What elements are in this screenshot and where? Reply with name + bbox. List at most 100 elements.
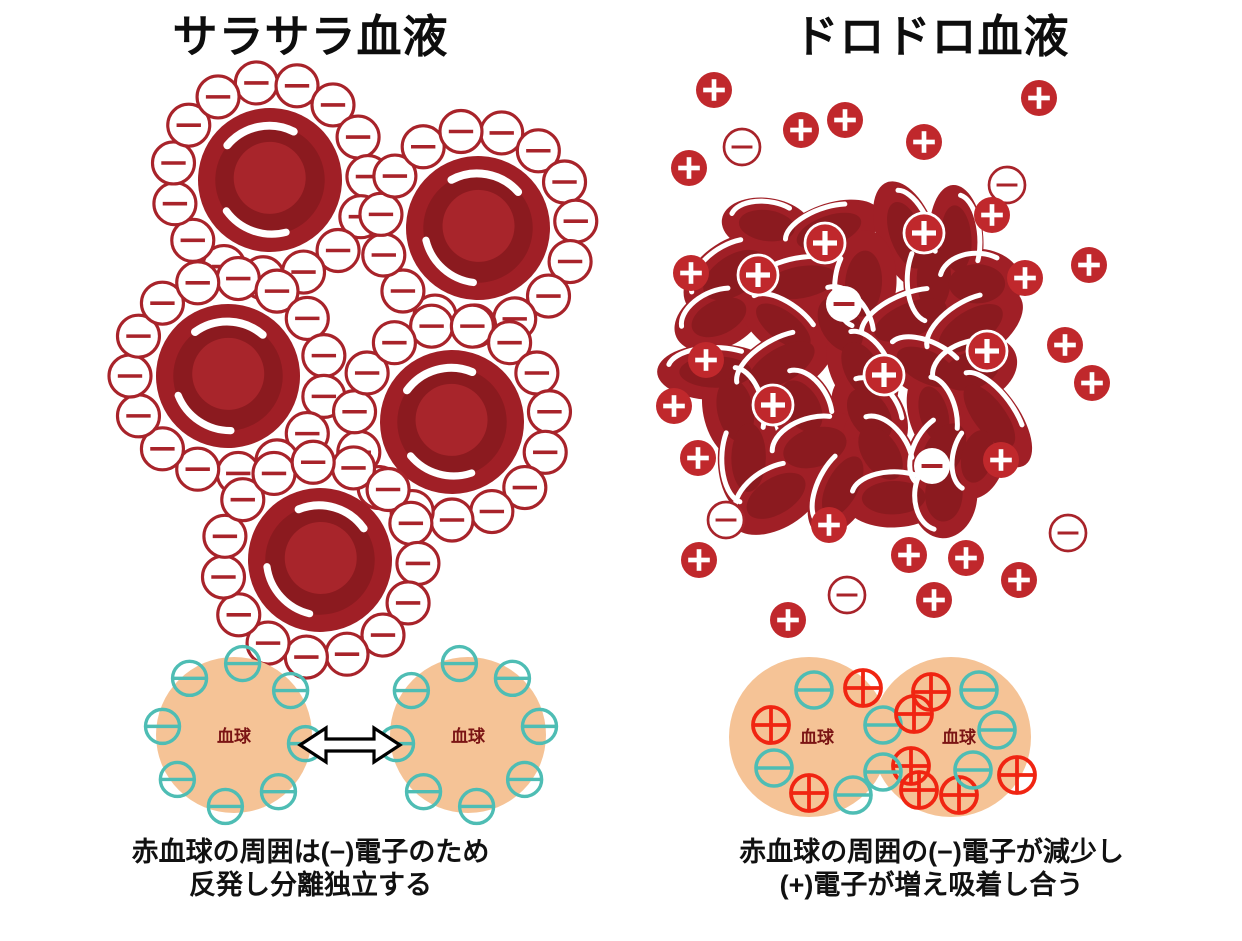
clump-cell-highlight	[858, 286, 930, 335]
minus-charge-icon	[195, 74, 241, 120]
minus-circle	[493, 659, 532, 698]
plus-bar-v	[798, 119, 804, 141]
clump-cell-highlight	[678, 285, 731, 329]
plus-bar-v	[963, 547, 969, 569]
minus-charge-icon	[216, 592, 262, 638]
minus-circle	[520, 707, 559, 746]
minus-circle	[863, 752, 903, 792]
plus-bar-v	[711, 79, 717, 101]
clump-cell-dimple	[916, 244, 952, 312]
bubble-minus-ring	[143, 644, 325, 826]
minus-charge-icon	[541, 159, 588, 205]
clump-cell-highlight	[928, 374, 960, 431]
plus-charge-icon	[811, 507, 847, 543]
red-blood-cell	[156, 304, 300, 448]
minus-charge-icon	[914, 448, 950, 484]
plus-ring	[965, 329, 1009, 373]
plus-charge-icon	[1021, 80, 1057, 116]
plus-bar-v	[998, 449, 1004, 471]
minus-circle	[404, 772, 443, 811]
rbc-highlight-bottom	[422, 236, 477, 287]
minus-charge-icon	[115, 313, 162, 359]
minus-charge-icon	[706, 500, 746, 540]
minus-circle	[457, 787, 496, 826]
minus-charge-icon	[254, 268, 300, 314]
plus-charge-icon	[673, 255, 709, 291]
plus-circle	[939, 775, 979, 815]
plus-charge-icon	[1074, 365, 1110, 401]
minus-charge-icon	[547, 238, 593, 285]
clump-cell-dimple	[746, 472, 806, 519]
minus-charge-icon	[200, 554, 247, 600]
minus-charge-icon	[1048, 513, 1088, 553]
clump-cell-highlight	[863, 413, 915, 460]
red-blood-cell	[248, 488, 392, 632]
smooth-blood-graphic: 血球血球	[107, 60, 599, 826]
minus-circle	[158, 760, 197, 799]
minus-charge-icon	[380, 268, 426, 314]
rbc-highlight-top	[223, 121, 298, 150]
minus-charge-icon	[361, 232, 407, 278]
minus-charge-icon	[395, 540, 441, 586]
rbc-highlight-bottom	[222, 207, 290, 238]
minus-charge-icon	[438, 108, 484, 155]
plus-ring	[902, 211, 946, 255]
plus-charge-icon	[751, 383, 795, 427]
clump-cell-highlight	[938, 250, 1000, 278]
minus-charge-icon	[522, 429, 568, 475]
plus-bar-v	[842, 109, 848, 131]
clump-cell-dimple	[756, 303, 811, 350]
minus-charge-ring	[107, 255, 347, 497]
minus-charge-icon	[514, 350, 560, 396]
minus-charge-icon	[331, 389, 378, 435]
minus-charge-icon	[372, 153, 418, 199]
rbc-highlight-bottom	[407, 452, 476, 480]
minus-charge-icon	[175, 260, 221, 306]
bubble-label: 血球	[942, 727, 977, 747]
rbc-center	[233, 141, 306, 214]
minus-charge-icon	[315, 227, 361, 274]
plus-bar-v	[755, 263, 761, 287]
clump-cell-highlight	[949, 430, 965, 491]
minus-charge-icon	[202, 513, 248, 559]
plus-circle	[751, 705, 791, 745]
minus-charge-icon	[251, 450, 297, 497]
plus-charge-icon	[696, 72, 732, 108]
clump-cell-dimple	[821, 456, 864, 517]
rbc-center	[415, 383, 488, 456]
plus-bar-v	[906, 544, 912, 566]
plus-bar-v	[921, 221, 927, 245]
plus-charge-icon	[770, 602, 806, 638]
clump-cell-highlight	[963, 369, 1025, 428]
minus-charge-icon	[284, 295, 330, 341]
minus-charge-icon	[526, 389, 573, 435]
minus-charge-icon	[409, 303, 455, 349]
plus-charge-icon	[983, 442, 1019, 478]
minus-charge-icon	[360, 612, 406, 658]
plus-circle	[891, 746, 931, 786]
plus-bar-v	[770, 393, 776, 417]
plus-ring	[803, 221, 847, 265]
minus-charge-icon	[274, 63, 320, 109]
plus-charge-icon	[891, 537, 927, 573]
minus-charge-icon	[826, 286, 862, 322]
clump-cell-highlight	[850, 469, 919, 494]
plus-bar-v	[1086, 254, 1092, 276]
minus-charge-icon	[310, 82, 356, 128]
minus-circle	[170, 659, 209, 698]
repulsion-arrow	[297, 725, 403, 765]
plus-charge-icon	[965, 329, 1009, 373]
plus-charge-icon	[688, 342, 724, 378]
panel-right-title: ドロドロ血液	[793, 11, 1070, 62]
plus-ring	[736, 253, 780, 297]
sticky-blood-graphic: 血球血球	[656, 72, 1110, 817]
plus-bar-v	[822, 231, 828, 255]
minus-circle	[953, 750, 993, 790]
plus-bar-v	[688, 262, 694, 284]
minus-circle	[833, 775, 873, 815]
minus-circle	[259, 772, 298, 811]
minus-circle	[206, 787, 245, 826]
minus-charge-icon	[358, 191, 404, 237]
minus-charge-icon	[371, 320, 417, 366]
